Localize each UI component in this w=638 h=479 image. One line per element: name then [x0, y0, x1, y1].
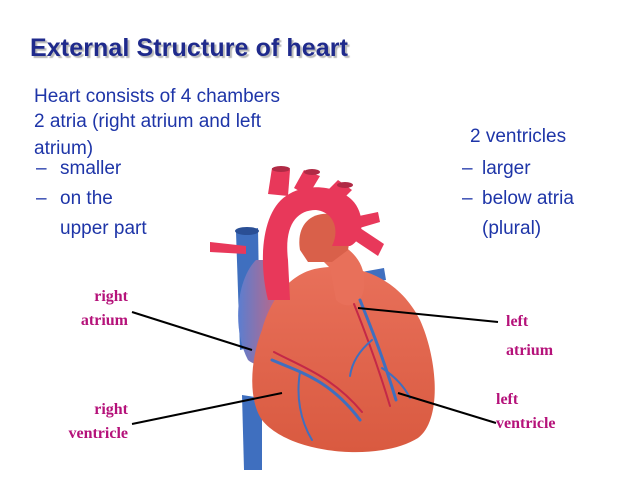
inferior-vena-cava [242, 395, 262, 470]
label-right-ventricle-line-2: ventricle [68, 425, 128, 442]
aorta [262, 166, 384, 300]
ventricle-point-3-text: (plural) [482, 218, 542, 239]
intro-line-3: atrium) [34, 138, 94, 159]
ventricle-point-2-dash: – [462, 188, 473, 209]
label-right-ventricle: right ventricle [36, 398, 128, 446]
leader-left-atrium [357, 307, 499, 323]
atria-point-3-text: upper part [60, 218, 147, 239]
label-right-atrium-line-2: atrium [80, 312, 128, 329]
label-left-ventricle: left ventricle [496, 388, 556, 436]
ventricle-point-1: – larger [462, 158, 531, 180]
leader-right-ventricle [131, 392, 283, 425]
atria-point-1-dash: – [36, 158, 47, 179]
atria-point-2-text: on the [60, 188, 113, 209]
intro-line-1: Heart consists of 4 chambers [34, 86, 281, 107]
label-right-ventricle-line-1: right [94, 401, 128, 418]
label-left-atrium-line-2: atrium [506, 342, 554, 359]
label-left-ventricle-line-2: ventricle [496, 415, 556, 432]
ventricle-point-2-text: below atria [482, 188, 574, 209]
label-right-atrium-line-1: right [94, 288, 128, 305]
label-left-atrium-line-1: left [506, 313, 529, 330]
atria-point-1-text: smaller [60, 158, 122, 179]
ventricle-point-1-text: larger [482, 158, 531, 179]
label-right-atrium: right atrium [56, 285, 128, 333]
atria-point-1: – smaller [36, 158, 121, 180]
leader-lines [131, 307, 499, 425]
ventricle-point-2: – below atria [462, 188, 574, 210]
atria-point-2-dash: – [36, 188, 47, 209]
label-left-ventricle-line-1: left [496, 391, 519, 408]
ventricles-heading: 2 ventricles [470, 126, 567, 147]
page-title: External Structure of heart [30, 34, 349, 62]
leader-left-ventricle [397, 392, 497, 424]
intro-line-2: 2 atria (right atrium and left [34, 111, 262, 132]
ventricle-point-1-dash: – [462, 158, 473, 179]
leader-right-atrium [131, 311, 253, 351]
atria-point-2: – on the [36, 188, 113, 210]
label-left-atrium: left atrium [506, 310, 553, 363]
